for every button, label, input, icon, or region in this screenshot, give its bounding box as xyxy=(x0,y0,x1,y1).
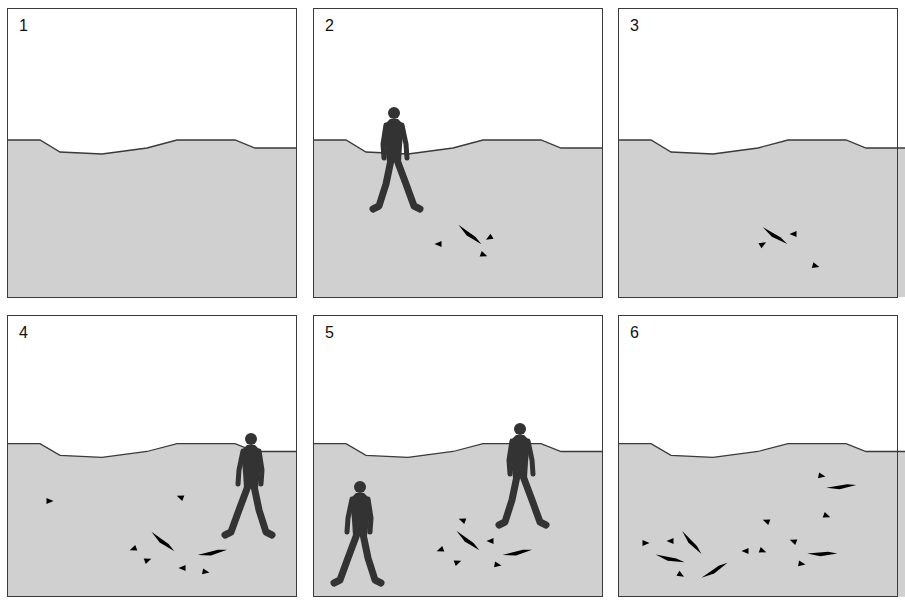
comic-panel: 2 xyxy=(313,8,603,298)
comic-panel: 1 xyxy=(7,8,297,298)
comic-panel: 5 xyxy=(313,315,603,597)
panel-number: 5 xyxy=(324,324,335,342)
comic-panel: 3 xyxy=(618,8,898,298)
panel-number: 3 xyxy=(629,17,640,35)
panel-number: 6 xyxy=(629,324,640,342)
panel-number: 1 xyxy=(18,17,29,35)
comic-panel: 6 xyxy=(618,315,898,597)
panel-number: 4 xyxy=(18,324,29,342)
panel-number: 2 xyxy=(324,17,335,35)
comic-panel: 4 xyxy=(7,315,297,597)
